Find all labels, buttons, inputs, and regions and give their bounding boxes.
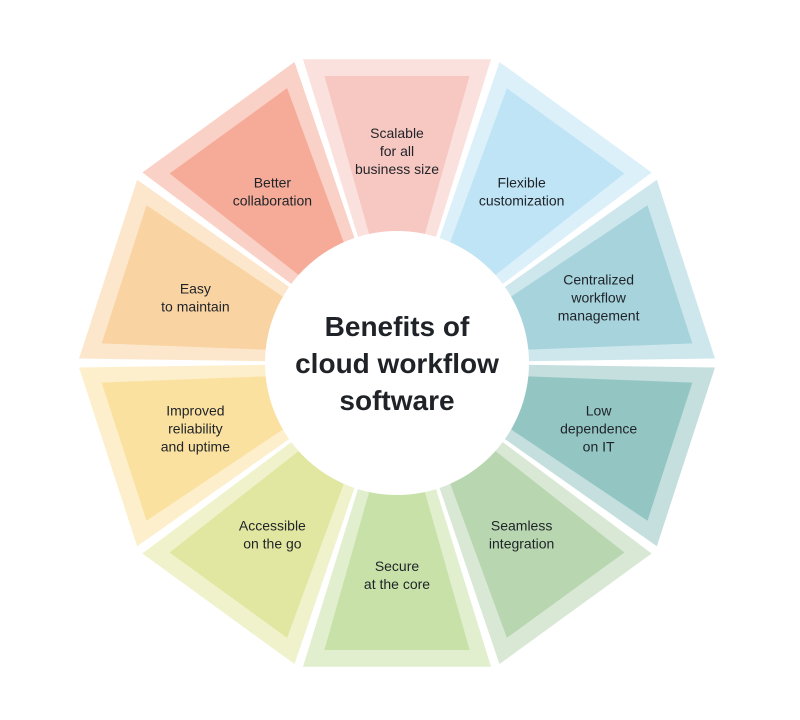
segment-easy-to-maintain: Easy to maintain (79, 179, 299, 362)
segment-label-centralized-workflow-management: Centralized workflow management (558, 271, 640, 323)
diagram-title-line: Benefits of (325, 311, 470, 342)
segment-inner-improved-reliability-and-uptime (101, 376, 283, 521)
segment-label-line: on IT (583, 439, 615, 455)
segment-label-line: dependence (560, 421, 637, 437)
segment-label-line: Seamless (491, 518, 552, 534)
segment-inner-accessible-on-the-go (169, 450, 344, 638)
segment-label-secure-at-the-core: Secure at the core (364, 558, 430, 592)
segment-label-scalable-for-all-business-size: Scalable for all business size (355, 125, 439, 177)
diagram-title-line: cloud workflow (295, 348, 499, 379)
segment-label-line: Better (254, 174, 292, 190)
segment-label-line: Easy (180, 280, 211, 296)
segment-label-line: management (558, 307, 640, 323)
segment-label-line: Low (586, 403, 613, 419)
segment-label-line: collaboration (233, 192, 312, 208)
segment-inner-centralized-workflow-management (511, 205, 693, 350)
segment-label-line: workflow (570, 289, 626, 305)
segment-inner-flexible-customization (450, 88, 625, 276)
segment-label-line: Scalable (370, 125, 424, 141)
segment-accessible-on-the-go: Accessible on the go (142, 434, 359, 665)
segment-inner-scalable-for-all-business-size (324, 76, 470, 234)
segment-label-line: at the core (364, 576, 430, 592)
segment-label-line: Centralized (563, 271, 634, 287)
segment-centralized-workflow-management: Centralized workflow management (495, 179, 715, 362)
segment-label-line: business size (355, 161, 439, 177)
segment-inner-seamless-integration (450, 450, 625, 638)
segment-flexible-customization: Flexible customization (435, 61, 652, 292)
segment-label-line: on the go (243, 536, 302, 552)
segment-label-better-collaboration: Better collaboration (233, 174, 312, 208)
segment-label-line: Improved (166, 403, 224, 419)
segment-scalable-for-all-business-size: Scalable for all business size (302, 59, 492, 249)
segment-label-line: Secure (375, 558, 420, 574)
segment-label-line: customization (479, 192, 565, 208)
segment-label-line: and uptime (161, 439, 230, 455)
segment-label-line: to maintain (161, 298, 229, 314)
segment-label-line: integration (489, 536, 554, 552)
segment-label-accessible-on-the-go: Accessible on the go (239, 518, 306, 552)
center-hub (265, 231, 529, 495)
diagram-title: Benefits of cloud workflow software (295, 311, 499, 416)
segment-inner-easy-to-maintain (101, 205, 283, 350)
segment-label-line: for all (380, 143, 414, 159)
segment-label-flexible-customization: Flexible customization (479, 174, 565, 208)
segment-inner-low-dependence-on-it (511, 376, 693, 521)
segment-label-improved-reliability-and-uptime: Improved reliability and uptime (161, 403, 230, 455)
segment-label-easy-to-maintain: Easy to maintain (161, 280, 229, 314)
segment-seamless-integration: Seamless integration (435, 434, 652, 665)
segment-inner-better-collaboration (169, 88, 344, 276)
segment-label-line: Flexible (497, 174, 545, 190)
segment-label-line: Accessible (239, 518, 306, 534)
segment-secure-at-the-core: Secure at the core (302, 477, 492, 667)
segment-improved-reliability-and-uptime: Improved reliability and uptime (79, 364, 299, 547)
segment-label-low-dependence-on-it: Low dependence on IT (560, 403, 637, 455)
diagram-title-line: software (339, 385, 454, 416)
segment-low-dependence-on-it: Low dependence on IT (495, 364, 715, 547)
segment-label-line: reliability (168, 421, 222, 437)
segment-label-seamless-integration: Seamless integration (489, 518, 554, 552)
segment-inner-secure-at-the-core (324, 492, 470, 650)
segment-better-collaboration: Better collaboration (142, 61, 359, 292)
